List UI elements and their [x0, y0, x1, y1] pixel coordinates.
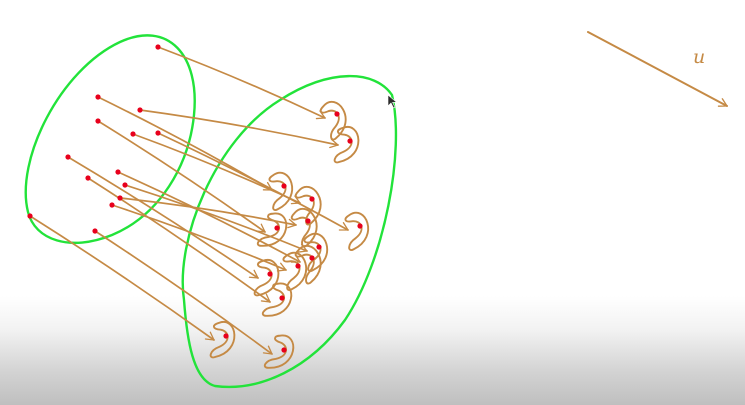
- source-point: [115, 169, 121, 175]
- translation-arrows: [29, 46, 349, 355]
- translated-point: [309, 196, 315, 202]
- source-point: [92, 228, 98, 234]
- translation-arrow: [67, 156, 259, 279]
- crescent-shape: [290, 207, 318, 248]
- translated-point: [281, 183, 287, 189]
- sample-points: [27, 44, 363, 353]
- source-region-ellipse: [24, 34, 196, 244]
- source-point: [117, 195, 123, 201]
- crescent-shape: [256, 212, 288, 247]
- translated-point: [357, 223, 363, 229]
- crescent-shape: [319, 100, 347, 141]
- translated-point: [334, 111, 340, 117]
- crescent-shape: [261, 282, 293, 317]
- translated-point: [223, 333, 229, 339]
- source-point: [65, 154, 71, 160]
- translated-point: [309, 255, 315, 261]
- crescent-shape: [253, 258, 280, 297]
- source-point: [109, 202, 115, 208]
- source-point: [137, 107, 143, 113]
- crescent-shape: [344, 211, 370, 251]
- translation-arrow: [97, 120, 266, 233]
- source-point: [155, 44, 161, 50]
- translation-arrow: [157, 132, 349, 231]
- source-point: [27, 213, 33, 219]
- translated-point: [267, 271, 273, 277]
- translated-point: [316, 244, 322, 250]
- translation-vector-u-arrow: [587, 31, 728, 107]
- source-point: [85, 175, 91, 181]
- translation-arrow: [111, 204, 287, 272]
- crescent-shape: [333, 125, 360, 164]
- crescent-shape: [209, 320, 236, 359]
- translated-point: [279, 295, 285, 301]
- translation-arrow: [124, 184, 308, 253]
- crescent-shape: [303, 232, 329, 272]
- translation-arrow: [119, 197, 297, 229]
- translation-arrow: [87, 177, 271, 303]
- source-point: [95, 94, 101, 100]
- translated-point: [305, 218, 311, 224]
- translated-point: [295, 263, 301, 269]
- translation-arrow: [117, 171, 301, 263]
- source-point: [130, 131, 136, 137]
- translated-point: [281, 347, 287, 353]
- translated-point: [274, 225, 280, 231]
- source-point: [155, 130, 161, 136]
- crescent-shape: [263, 334, 295, 369]
- translated-point: [347, 138, 353, 144]
- pointer-arrow-icon: [387, 94, 398, 109]
- target-region-ellipse: [181, 74, 398, 389]
- crescent-shape: [268, 171, 294, 211]
- translation-arrow: [157, 46, 326, 120]
- source-point: [95, 118, 101, 124]
- translated-crescent-shapes: [209, 100, 370, 369]
- source-point: [122, 182, 128, 188]
- crescent-shape: [282, 251, 308, 291]
- translation-arrow: [139, 109, 339, 149]
- translation-arrow: [29, 215, 215, 341]
- vector-u-label: u: [693, 46, 706, 68]
- translation-arrow: [94, 230, 273, 355]
